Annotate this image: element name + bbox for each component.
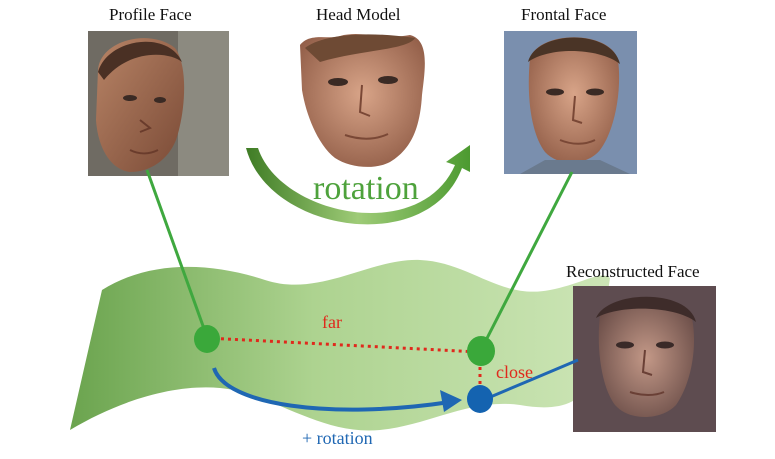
profile-to-point-line bbox=[145, 169, 209, 338]
head-model-image bbox=[300, 34, 425, 167]
far-label: far bbox=[322, 312, 342, 332]
profile-face-image bbox=[88, 31, 229, 176]
profile-face-point bbox=[194, 325, 220, 353]
frontal-face-image bbox=[504, 31, 637, 174]
reconstructed-connector-line bbox=[487, 358, 579, 400]
reconstructed-face-caption: Reconstructed Face bbox=[566, 262, 700, 281]
reconstructed-face-point bbox=[467, 385, 493, 413]
frontal-face-point bbox=[467, 336, 495, 366]
frontal-face-caption: Frontal Face bbox=[521, 5, 607, 24]
profile-face-caption: Profile Face bbox=[109, 5, 192, 24]
far-distance-line bbox=[206, 336, 480, 354]
plus-rotation-arrow bbox=[212, 367, 451, 412]
rotation-arrow bbox=[246, 145, 470, 225]
plus-rotation-label: + rotation bbox=[302, 428, 373, 448]
frontal-to-point-line bbox=[479, 171, 574, 351]
close-label: close bbox=[496, 362, 533, 382]
reconstructed-face-image bbox=[573, 286, 716, 432]
head-model-caption: Head Model bbox=[316, 5, 401, 24]
plus-rotation-arrowhead bbox=[440, 390, 462, 412]
rotation-label: rotation bbox=[313, 170, 419, 207]
